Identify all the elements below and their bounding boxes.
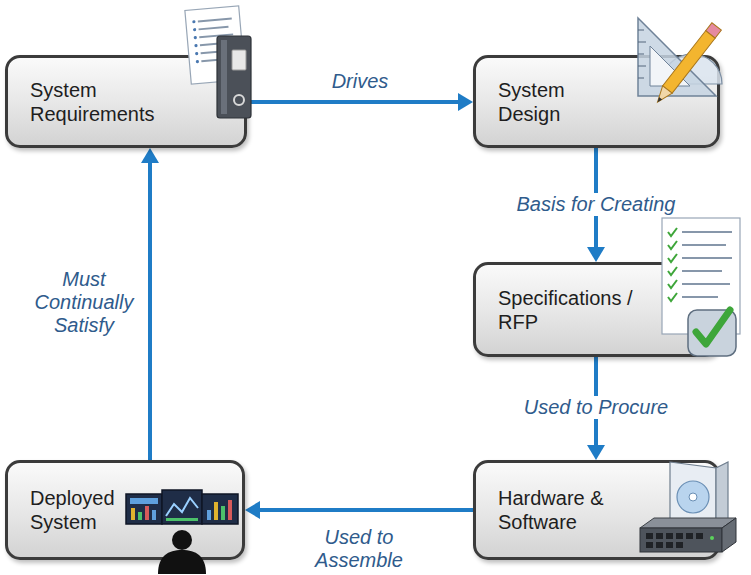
requirements-binder-icon-part-part <box>200 42 228 46</box>
connector-label: Used to Procure <box>511 396 681 419</box>
arrow-head <box>458 93 473 111</box>
design-tools-icon-part-part <box>706 23 722 38</box>
box-label: Specifications / RFP <box>498 286 648 334</box>
process-box: System Requirements <box>5 55 247 148</box>
connector-label: Drives <box>305 70 415 93</box>
requirements-binder-icon-part-part <box>193 28 196 31</box>
hardware-software-icon-part <box>722 518 736 552</box>
connector-label: Basis for Creating <box>501 193 691 216</box>
flow-line <box>247 100 460 104</box>
box-label: System Design <box>498 78 598 126</box>
checklist-icon-part <box>682 244 726 246</box>
flow-line <box>258 508 473 512</box>
checklist-icon-part <box>668 254 677 262</box>
connector-label: Must Continually Satisfy <box>28 268 140 337</box>
arrow-head <box>141 148 159 163</box>
process-box: Hardware & Software <box>473 460 720 560</box>
flow-line <box>148 161 152 460</box>
flow-arrow <box>247 93 473 111</box>
requirements-binder-icon-part-part <box>194 44 197 47</box>
requirements-binder-icon-part-part <box>201 49 233 54</box>
checklist-icon-part <box>668 241 677 249</box>
design-tools-icon-part <box>638 42 646 43</box>
process-box: Deployed System <box>5 460 245 560</box>
flow-arrow <box>141 148 159 460</box>
box-label: Deployed System <box>30 486 130 534</box>
box-label: System Requirements <box>30 78 170 126</box>
arrow-head <box>245 501 260 519</box>
checklist-icon-part <box>668 228 677 236</box>
process-box: Specifications / RFP <box>473 262 720 357</box>
requirements-binder-icon-part-part <box>192 20 195 23</box>
requirements-binder-icon-part-part <box>198 17 232 22</box>
flow-arrow <box>245 501 473 519</box>
arrow-head <box>587 247 605 262</box>
box-label: Hardware & Software <box>498 486 618 534</box>
design-tools-icon-part <box>638 30 644 31</box>
arrow-head <box>587 445 605 460</box>
requirements-binder-icon-part-part <box>199 33 233 38</box>
checklist-icon-part <box>682 257 732 259</box>
requirements-binder-icon-part-part <box>198 26 228 31</box>
requirements-binder-icon-part-part <box>194 36 197 39</box>
checklist-icon-part <box>682 231 732 233</box>
connector-label: Used to Assemble <box>304 526 414 572</box>
process-box: System Design <box>473 55 720 148</box>
